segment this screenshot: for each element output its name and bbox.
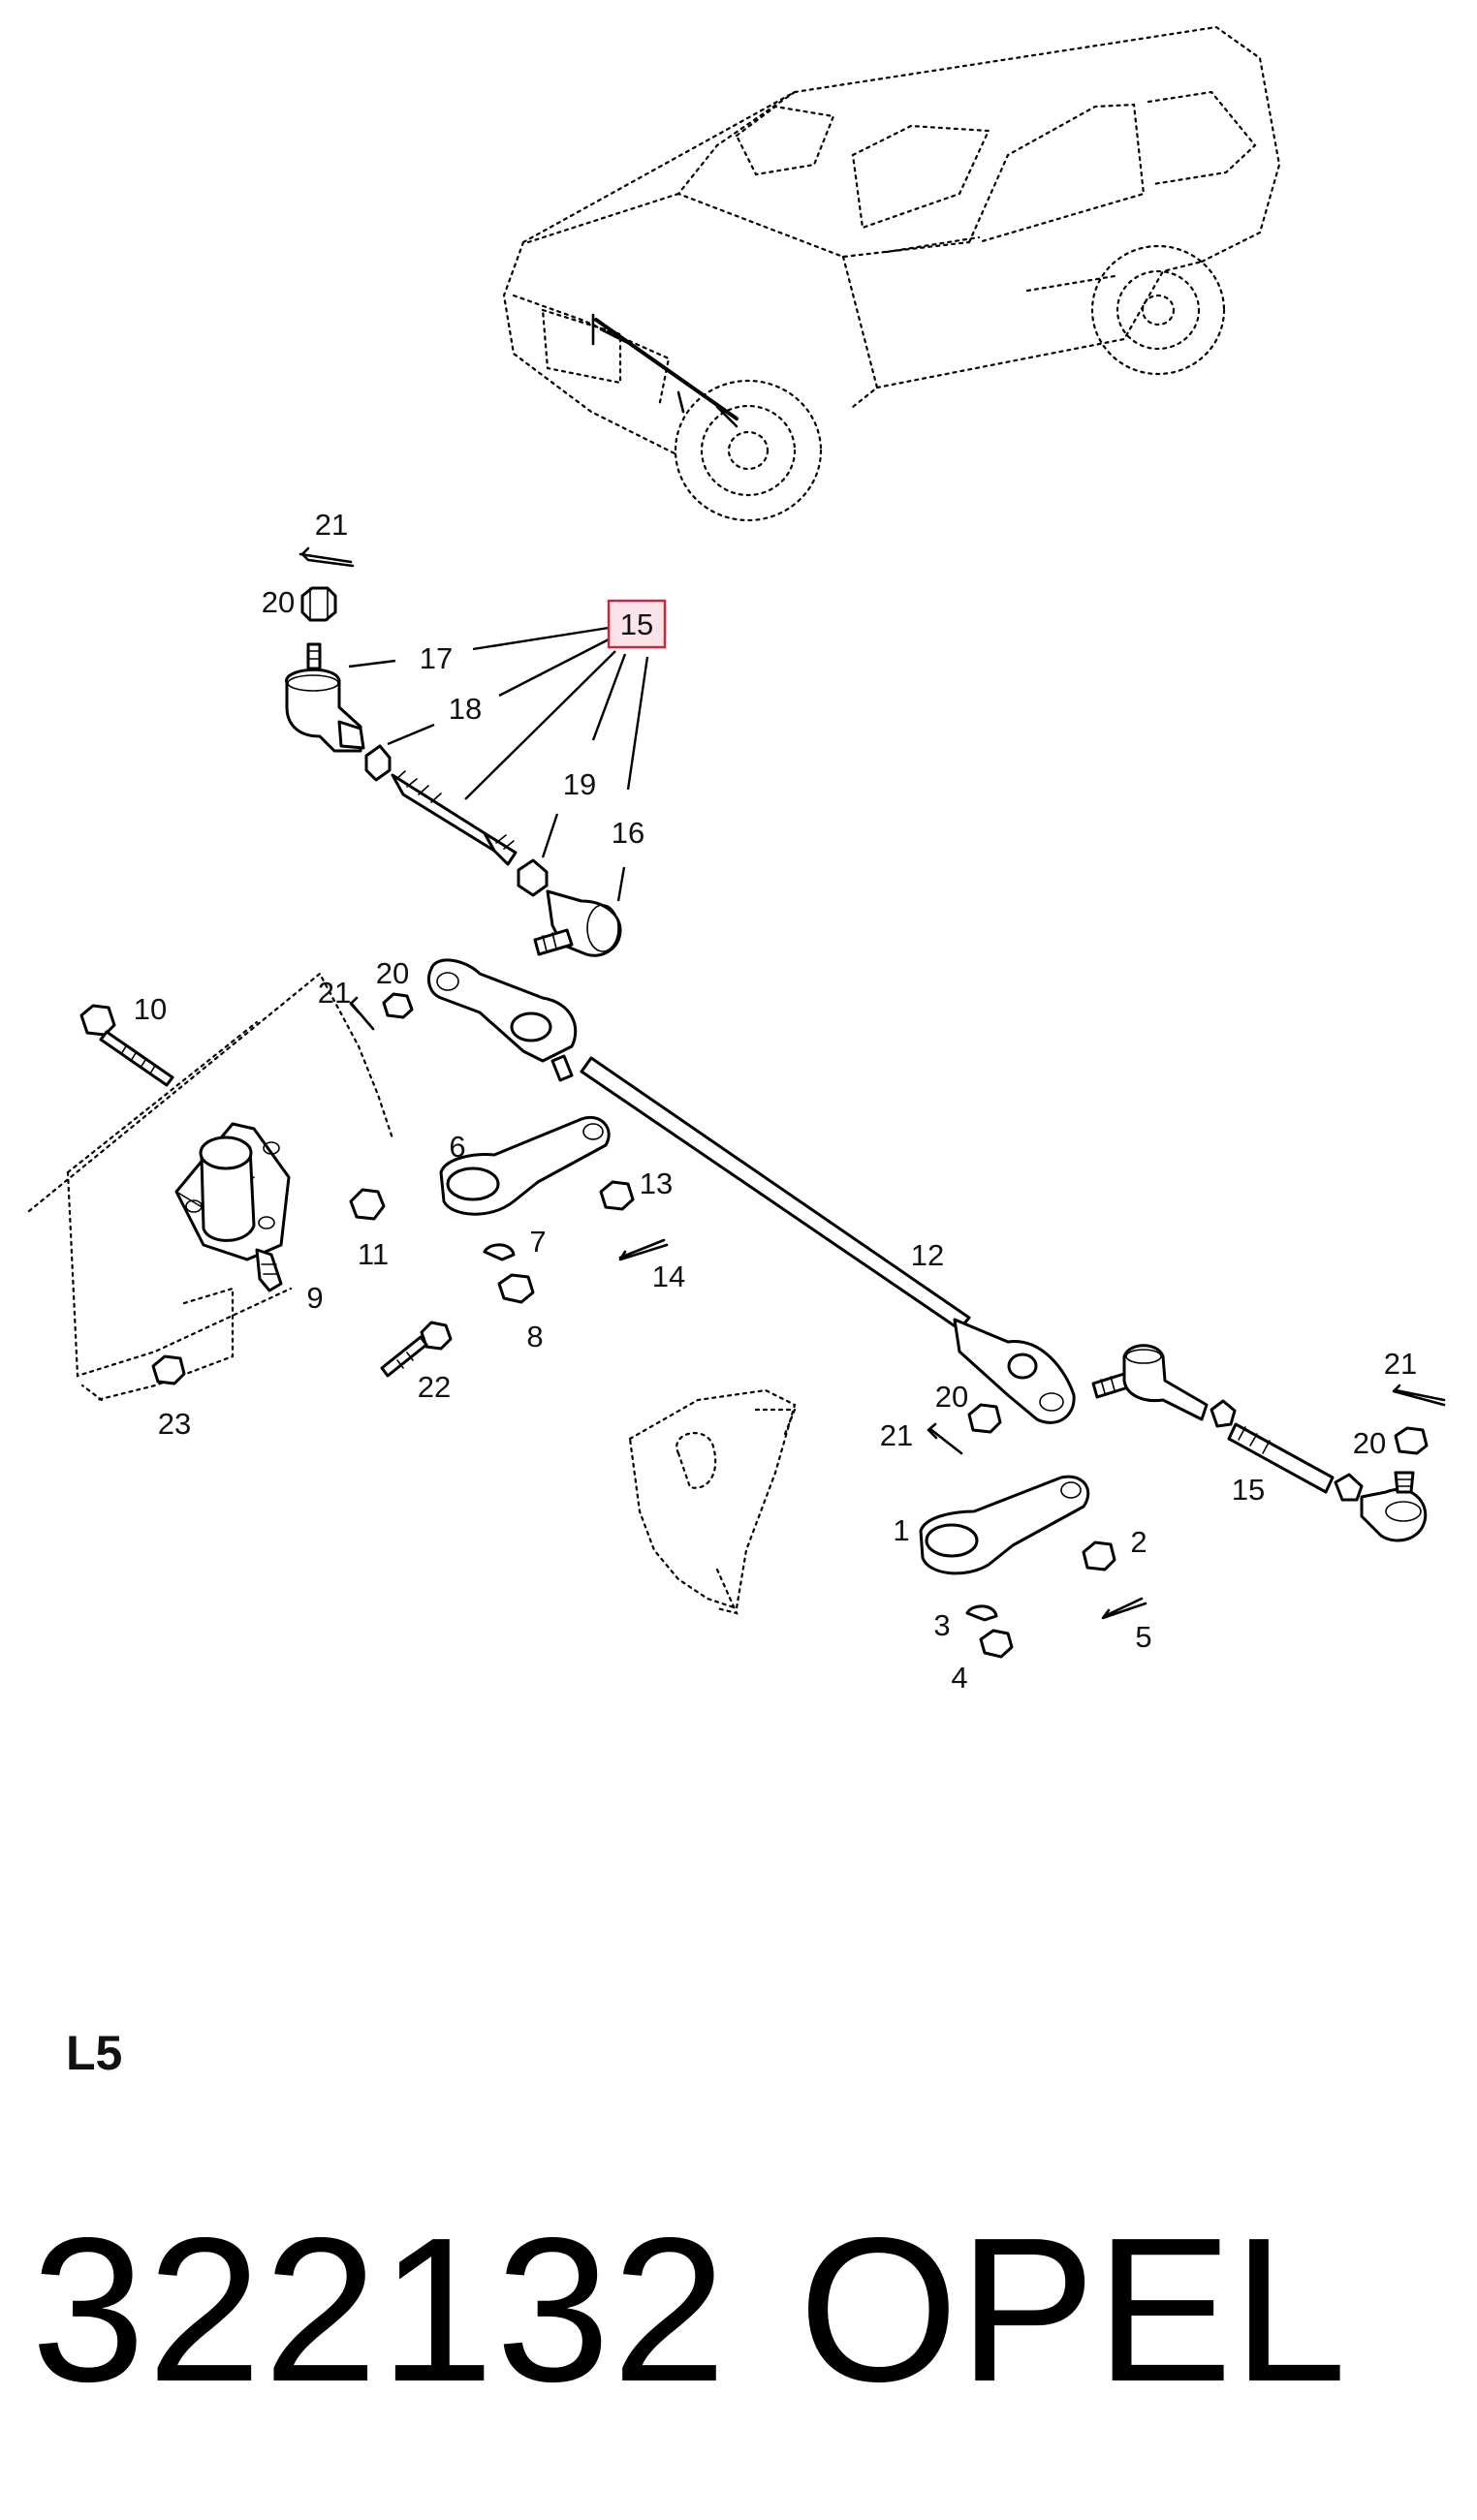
idler-arm-assembly <box>380 1115 669 1378</box>
callout-10[interactable]: 10 <box>134 992 167 1026</box>
callout-17[interactable]: 17 <box>420 641 453 675</box>
callout-21c[interactable]: 21 <box>880 1418 913 1452</box>
callout-7[interactable]: 7 <box>529 1225 546 1259</box>
callout-19[interactable]: 19 <box>563 767 596 801</box>
callout-12[interactable]: 12 <box>911 1238 944 1272</box>
callout-20c[interactable]: 20 <box>935 1380 968 1414</box>
callout-20a[interactable]: 20 <box>262 585 295 619</box>
callout-21d[interactable]: 21 <box>1384 1347 1417 1381</box>
callout-3[interactable]: 3 <box>933 1608 950 1642</box>
callout-20d[interactable]: 20 <box>1353 1426 1386 1460</box>
callout-20b[interactable]: 20 <box>376 956 409 990</box>
tie-rod-assembly-right <box>1091 1344 1446 1542</box>
callout-14[interactable]: 14 <box>652 1260 685 1293</box>
callout-16[interactable]: 16 <box>612 816 644 850</box>
frame-bracket-assembly <box>27 972 414 1402</box>
callout-11[interactable]: 11 <box>358 1237 389 1271</box>
callout-21a[interactable]: 21 <box>315 508 348 542</box>
highlight-box-15 <box>607 599 667 649</box>
callout-5[interactable]: 5 <box>1135 1620 1151 1654</box>
part-number: 322132 <box>31 2194 729 2424</box>
leader-lines <box>348 626 649 902</box>
brand-name: OPEL <box>799 2194 1347 2424</box>
pitman-arm-assembly <box>919 1403 1147 1659</box>
callout-13[interactable]: 13 <box>640 1167 673 1200</box>
callout-8[interactable]: 8 <box>526 1320 543 1353</box>
center-link-assembly <box>427 958 1076 1424</box>
callout-labels: 15 21 20 17 18 19 16 21 20 10 6 13 7 12 … <box>134 508 1417 1695</box>
callout-22[interactable]: 22 <box>418 1370 451 1404</box>
callout-21b[interactable]: 21 <box>318 976 351 1010</box>
callout-15a[interactable]: 15 <box>620 607 653 641</box>
callout-2[interactable]: 2 <box>1130 1525 1147 1559</box>
section-code: L5 <box>66 2026 123 2080</box>
tie-rod-assembly-top <box>285 546 622 957</box>
vehicle-outline <box>502 25 1281 522</box>
callout-1[interactable]: 1 <box>893 1513 909 1547</box>
callout-6[interactable]: 6 <box>449 1130 465 1164</box>
callout-18[interactable]: 18 <box>449 692 482 726</box>
steering-gearbox <box>628 1388 797 1615</box>
callout-15b[interactable]: 15 <box>1232 1473 1265 1507</box>
callout-9[interactable]: 9 <box>306 1281 323 1315</box>
callout-23[interactable]: 23 <box>158 1407 191 1441</box>
callout-4[interactable]: 4 <box>951 1661 967 1695</box>
